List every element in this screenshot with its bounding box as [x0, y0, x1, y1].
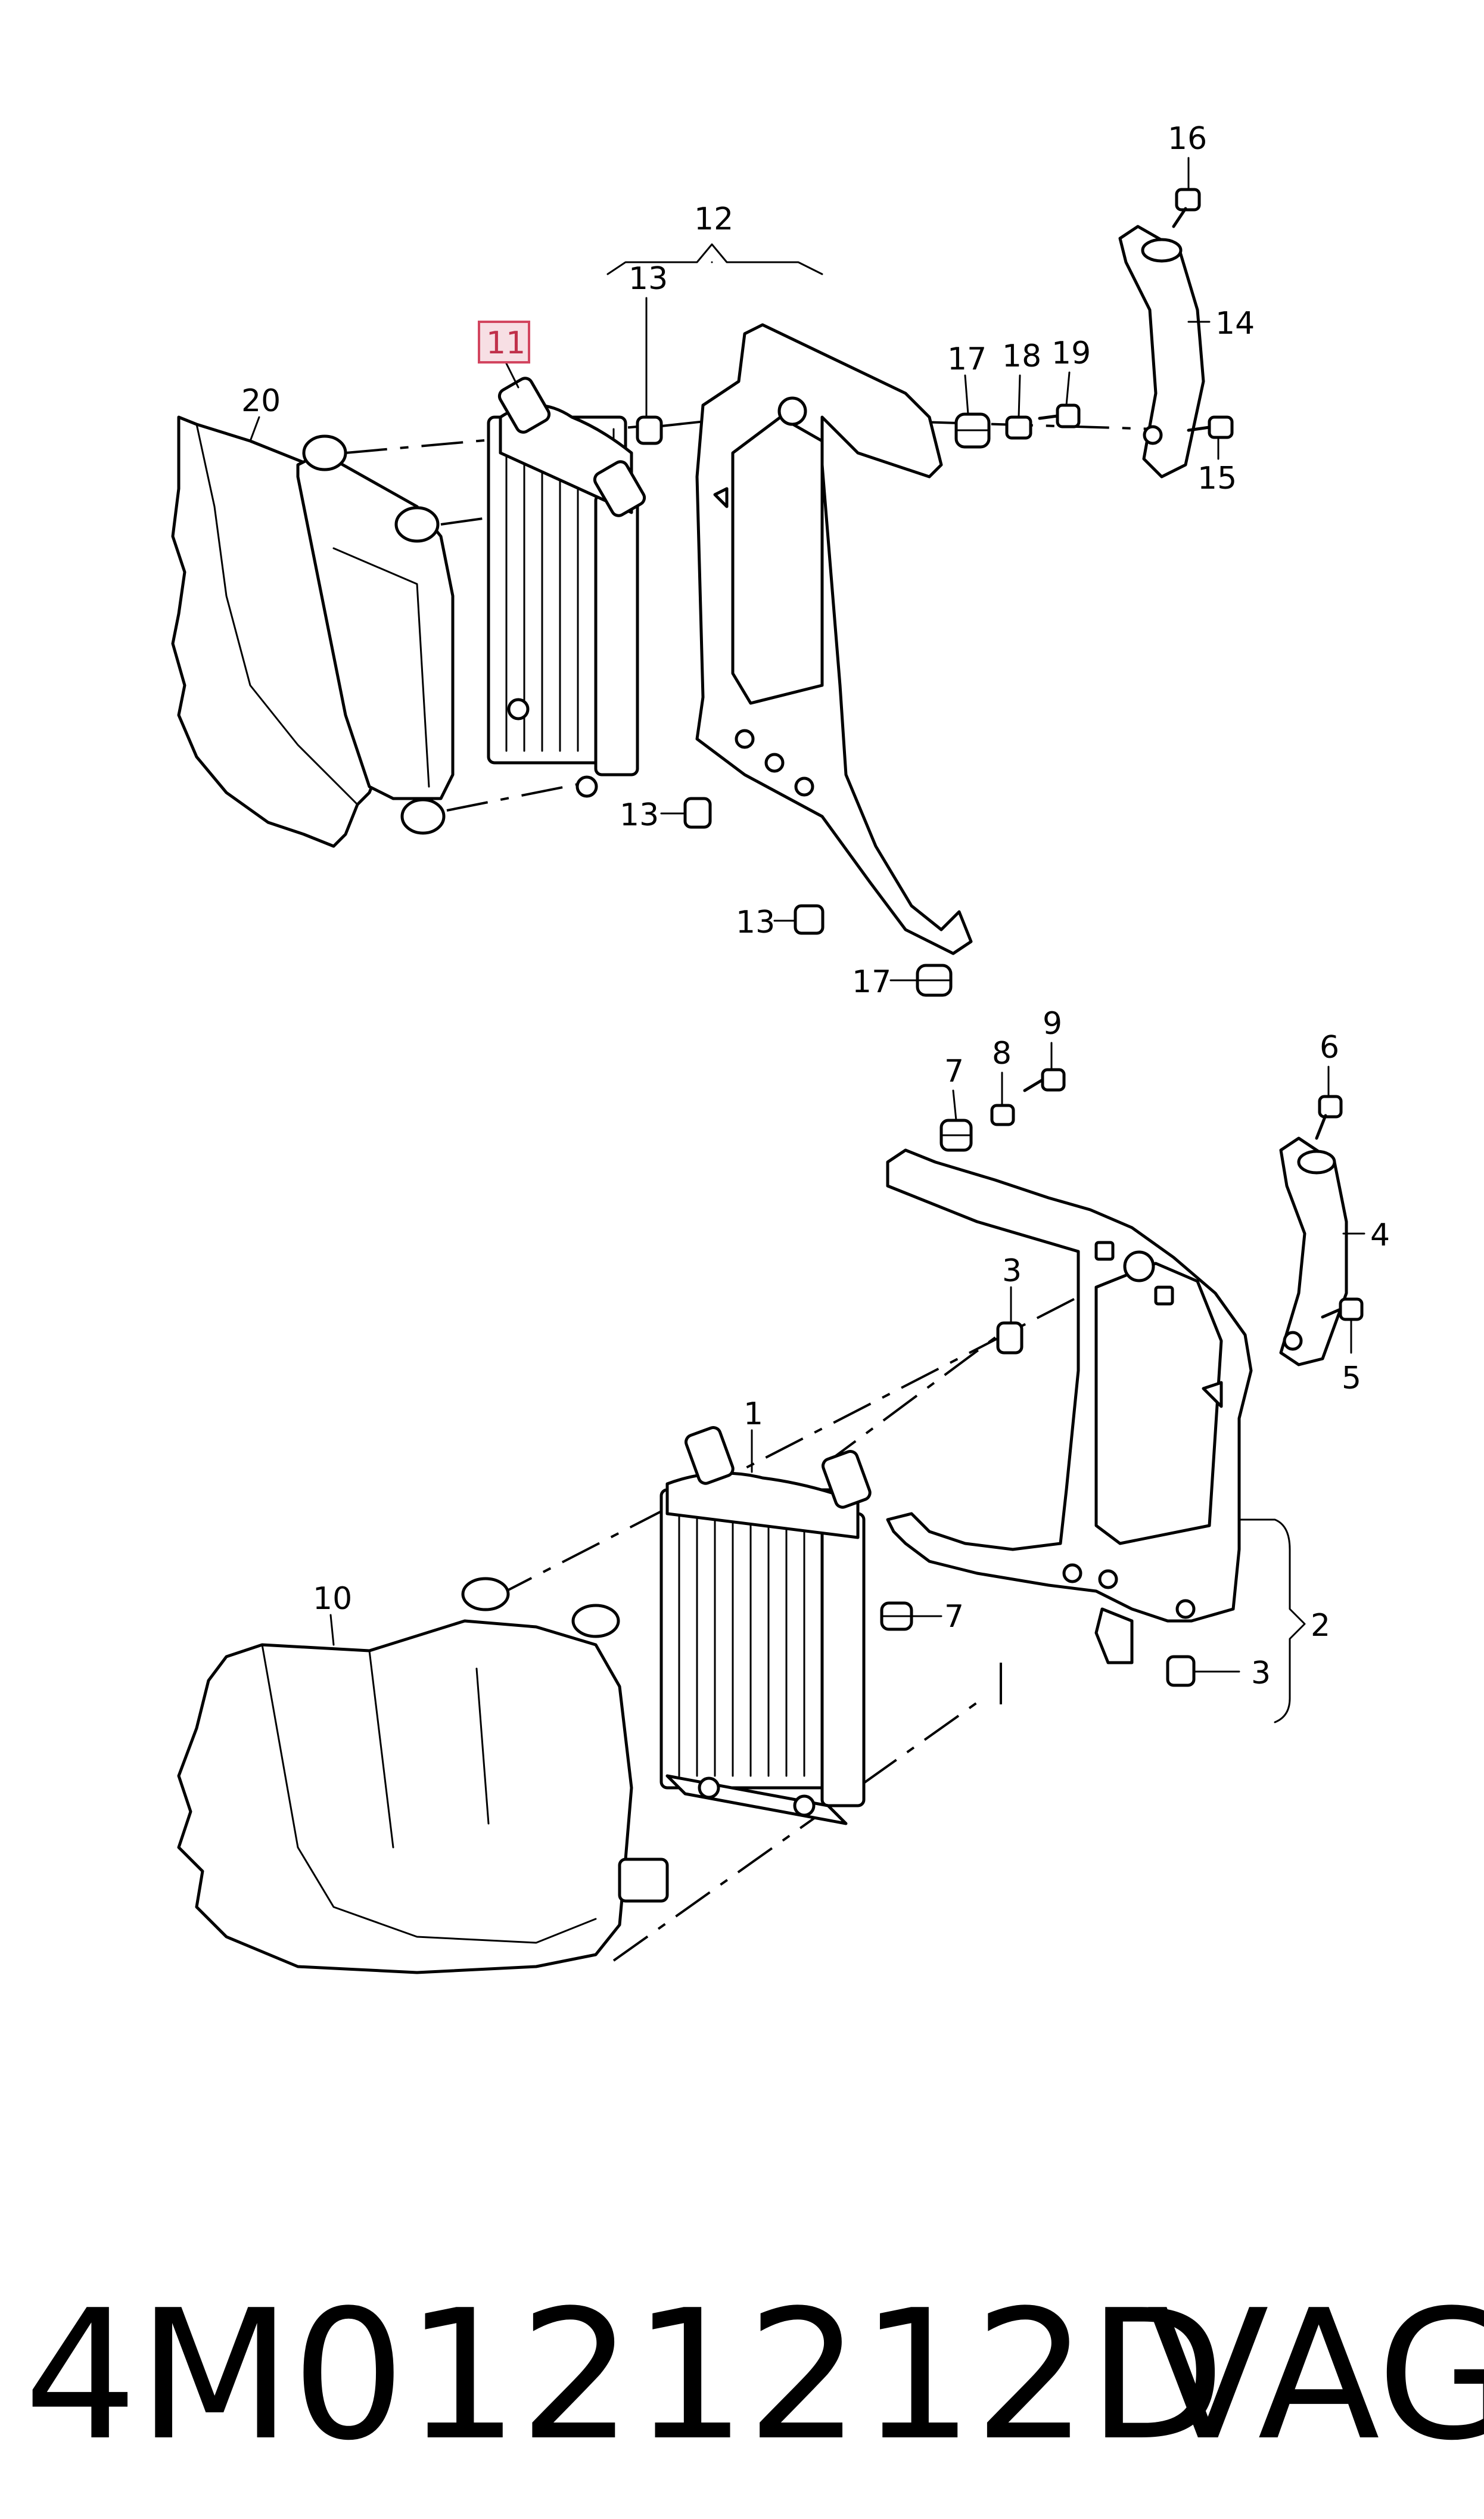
lower-assembly [177, 1068, 1364, 1974]
footer: 4M0121212D VAG [24, 2272, 1484, 2480]
callout-1[interactable]: 1 [743, 1396, 763, 1432]
rubber-bush-upper-b [916, 964, 953, 997]
leader-lines [249, 157, 1365, 1723]
callout-labels: 11 12 13 20 17 18 19 16 14 15 13 13 17 7… [241, 121, 1390, 1691]
rubber-bush-lower-b [880, 1601, 913, 1631]
callout-7-bottom[interactable]: 7 [944, 1599, 964, 1635]
callout-5[interactable]: 5 [1342, 1361, 1361, 1396]
callout-11[interactable]: 11 [486, 325, 525, 361]
air-duct-lower [177, 1577, 669, 1974]
callout-14[interactable]: 14 [1215, 306, 1255, 341]
lower-assembly-lines [494, 1268, 1133, 1962]
callout-6[interactable]: 6 [1320, 1030, 1339, 1066]
spacer-lower [990, 1104, 1015, 1126]
bolt-upper-15 [1187, 415, 1234, 439]
bolt-lower-6 [1315, 1095, 1343, 1140]
callout-17-bottom[interactable]: 17 [852, 964, 891, 1000]
rubber-bush-upper-a [954, 412, 991, 449]
callout-18[interactable]: 18 [1002, 338, 1041, 374]
callout-17-top[interactable]: 17 [947, 341, 987, 377]
strap-lower [1279, 1136, 1348, 1366]
bolt-upper-19 [1038, 403, 1081, 428]
callout-19[interactable]: 19 [1051, 336, 1091, 371]
grommet-lower-b [1166, 1655, 1196, 1687]
callout-10[interactable]: 10 [313, 1581, 352, 1617]
callout-15[interactable]: 15 [1197, 461, 1237, 496]
bolt-lower-9 [1023, 1068, 1066, 1092]
callout-8[interactable]: 8 [992, 1036, 1012, 1071]
grommet-lower-a [996, 1321, 1023, 1355]
callout-16[interactable]: 16 [1168, 121, 1207, 157]
air-duct-upper [171, 415, 455, 848]
callout-9[interactable]: 9 [1043, 1006, 1062, 1042]
grommet-upper-b [683, 797, 712, 829]
bolt-upper-16 [1172, 188, 1201, 228]
grommet-upper-a [636, 415, 663, 445]
spacer-upper [1005, 415, 1032, 440]
callout-7-top[interactable]: 7 [944, 1054, 964, 1089]
grommet-upper-c [794, 904, 825, 935]
callout-13-middle[interactable]: 13 [620, 797, 659, 833]
callout-20[interactable]: 20 [241, 383, 281, 419]
part-number: 4M0121212D [24, 2272, 1225, 2480]
rubber-bush-lower-a [939, 1119, 973, 1152]
bracket-lower [886, 1148, 1253, 1664]
brand-label: VAG [1147, 2272, 1484, 2480]
upper-assembly [171, 188, 1234, 997]
cooler-lower [659, 1426, 872, 1825]
callout-13-top[interactable]: 13 [629, 261, 668, 297]
callout-13-bottom[interactable]: 13 [736, 905, 775, 940]
callout-12[interactable]: 12 [694, 201, 733, 237]
callout-3-top[interactable]: 3 [1002, 1253, 1022, 1289]
strap-upper [1118, 225, 1205, 479]
bracket-upper [695, 323, 973, 955]
cooler-upper [487, 377, 646, 798]
callout-2[interactable]: 2 [1311, 1608, 1330, 1644]
callout-4[interactable]: 4 [1370, 1217, 1390, 1253]
bolt-lower-5 [1321, 1297, 1364, 1321]
highlight-box-11 [478, 321, 530, 364]
callout-3-bottom[interactable]: 3 [1251, 1655, 1271, 1691]
